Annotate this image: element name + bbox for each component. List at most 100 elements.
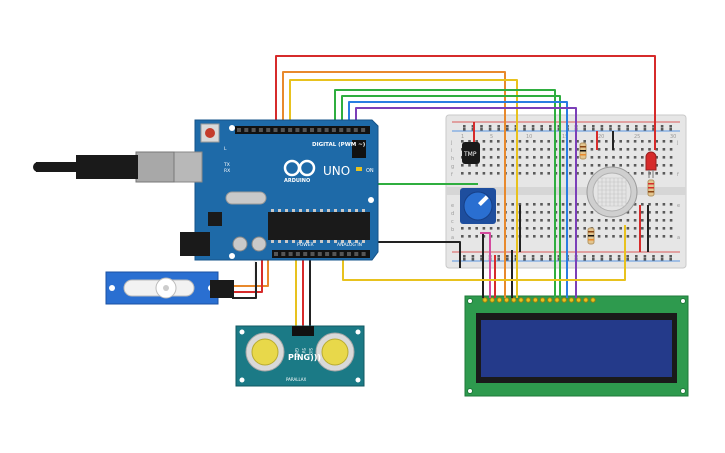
rail-hole[interactable] bbox=[583, 125, 586, 128]
rail-hole[interactable] bbox=[488, 125, 492, 128]
header-pin[interactable] bbox=[281, 252, 286, 256]
potentiometer[interactable] bbox=[460, 188, 496, 224]
breadboard-hole[interactable] bbox=[569, 140, 572, 143]
wire-green[interactable] bbox=[334, 89, 556, 298]
rail-hole[interactable] bbox=[669, 128, 672, 131]
header-pin[interactable] bbox=[288, 252, 293, 256]
breadboard-hole[interactable] bbox=[525, 235, 529, 238]
breadboard-hole[interactable] bbox=[561, 235, 565, 238]
breadboard-hole[interactable] bbox=[547, 203, 550, 206]
rail-hole[interactable] bbox=[480, 258, 483, 261]
breadboard-hole[interactable] bbox=[619, 235, 622, 238]
rail-hole[interactable] bbox=[600, 255, 604, 258]
wire-servo-gnd[interactable] bbox=[232, 262, 257, 299]
breadboard-hole[interactable] bbox=[540, 211, 543, 214]
breadboard-hole[interactable] bbox=[468, 172, 471, 175]
rail-hole[interactable] bbox=[557, 255, 561, 258]
breadboard-hole[interactable] bbox=[518, 156, 522, 159]
lcd-pin[interactable] bbox=[489, 297, 495, 303]
breadboard-hole[interactable] bbox=[561, 140, 565, 143]
breadboard-hole[interactable] bbox=[540, 235, 543, 238]
breadboard-hole[interactable] bbox=[641, 172, 644, 175]
breadboard-hole[interactable] bbox=[619, 227, 622, 230]
breadboard-hole[interactable] bbox=[525, 156, 529, 159]
breadboard-hole[interactable] bbox=[641, 164, 644, 167]
rail-hole[interactable] bbox=[523, 125, 526, 128]
rail-hole[interactable] bbox=[643, 125, 647, 128]
breadboard-hole[interactable] bbox=[511, 140, 514, 143]
rail-hole[interactable] bbox=[506, 125, 509, 128]
breadboard-hole[interactable] bbox=[583, 219, 586, 222]
breadboard-hole[interactable] bbox=[497, 235, 500, 238]
rail-hole[interactable] bbox=[497, 258, 500, 261]
breadboard-hole[interactable] bbox=[489, 140, 493, 143]
breadboard-hole[interactable] bbox=[597, 140, 601, 143]
rail-hole[interactable] bbox=[617, 128, 621, 131]
breadboard-hole[interactable] bbox=[475, 140, 478, 143]
header-pin[interactable] bbox=[303, 252, 308, 256]
breadboard-hole[interactable] bbox=[605, 227, 608, 230]
breadboard-hole[interactable] bbox=[518, 172, 522, 175]
rail-hole[interactable] bbox=[557, 125, 561, 128]
header-pin[interactable] bbox=[258, 128, 263, 132]
header-pin[interactable] bbox=[310, 252, 315, 256]
rail-hole[interactable] bbox=[463, 255, 466, 258]
breadboard-hole[interactable] bbox=[489, 235, 493, 238]
breadboard-hole[interactable] bbox=[533, 156, 536, 159]
breadboard-hole[interactable] bbox=[583, 211, 586, 214]
header-pin[interactable] bbox=[302, 128, 307, 132]
header-pin[interactable] bbox=[295, 252, 300, 256]
rail-hole[interactable] bbox=[609, 128, 612, 131]
breadboard-hole[interactable] bbox=[605, 156, 608, 159]
breadboard-hole[interactable] bbox=[547, 172, 550, 175]
breadboard-hole[interactable] bbox=[497, 164, 500, 167]
breadboard-hole[interactable] bbox=[633, 211, 637, 214]
rail-hole[interactable] bbox=[617, 258, 621, 261]
arduino-uno[interactable]: ARDUINO UNO DIGITAL (PWM ~) POWER ANALOG… bbox=[171, 119, 379, 261]
breadboard-hole[interactable] bbox=[662, 235, 666, 238]
breadboard-hole[interactable] bbox=[605, 219, 608, 222]
breadboard-hole[interactable] bbox=[482, 148, 486, 151]
lcd-pin[interactable] bbox=[590, 297, 596, 303]
breadboard-hole[interactable] bbox=[525, 203, 529, 206]
rail-hole[interactable] bbox=[497, 125, 500, 128]
breadboard-hole[interactable] bbox=[533, 148, 536, 151]
breadboard-hole[interactable] bbox=[633, 235, 637, 238]
breadboard-hole[interactable] bbox=[569, 235, 572, 238]
rail-hole[interactable] bbox=[463, 125, 466, 128]
breadboard-hole[interactable] bbox=[511, 203, 514, 206]
breadboard-hole[interactable] bbox=[669, 219, 673, 222]
breadboard-hole[interactable] bbox=[497, 172, 500, 175]
rail-hole[interactable] bbox=[617, 125, 621, 128]
breadboard-hole[interactable] bbox=[525, 227, 529, 230]
breadboard-hole[interactable] bbox=[497, 219, 500, 222]
rail-hole[interactable] bbox=[549, 258, 552, 261]
breadboard-hole[interactable] bbox=[633, 219, 637, 222]
wire-green-2[interactable] bbox=[341, 95, 561, 298]
resistor[interactable] bbox=[587, 227, 595, 245]
breadboard-hole[interactable] bbox=[597, 156, 601, 159]
rail-hole[interactable] bbox=[506, 128, 509, 131]
resistor[interactable] bbox=[647, 179, 655, 197]
breadboard-hole[interactable] bbox=[569, 164, 572, 167]
breadboard-hole[interactable] bbox=[605, 148, 608, 151]
lcd-pin[interactable] bbox=[547, 297, 553, 303]
lcd-pin[interactable] bbox=[503, 297, 510, 303]
breadboard-hole[interactable] bbox=[605, 235, 608, 238]
rail-hole[interactable] bbox=[592, 258, 595, 261]
breadboard-hole[interactable] bbox=[626, 227, 630, 230]
breadboard-hole[interactable] bbox=[533, 219, 536, 222]
header-pin[interactable] bbox=[339, 128, 344, 132]
breadboard-hole[interactable] bbox=[569, 203, 572, 206]
breadboard-hole[interactable] bbox=[655, 227, 658, 230]
rail-hole[interactable] bbox=[626, 128, 629, 131]
breadboard-hole[interactable] bbox=[540, 227, 543, 230]
breadboard-hole[interactable] bbox=[669, 227, 673, 230]
rail-hole[interactable] bbox=[514, 258, 518, 261]
breadboard-hole[interactable] bbox=[669, 156, 673, 159]
breadboard-hole[interactable] bbox=[633, 156, 637, 159]
breadboard-hole[interactable] bbox=[497, 140, 500, 143]
breadboard-hole[interactable] bbox=[648, 219, 651, 222]
header-pin[interactable] bbox=[273, 128, 278, 132]
breadboard-hole[interactable] bbox=[468, 164, 471, 167]
